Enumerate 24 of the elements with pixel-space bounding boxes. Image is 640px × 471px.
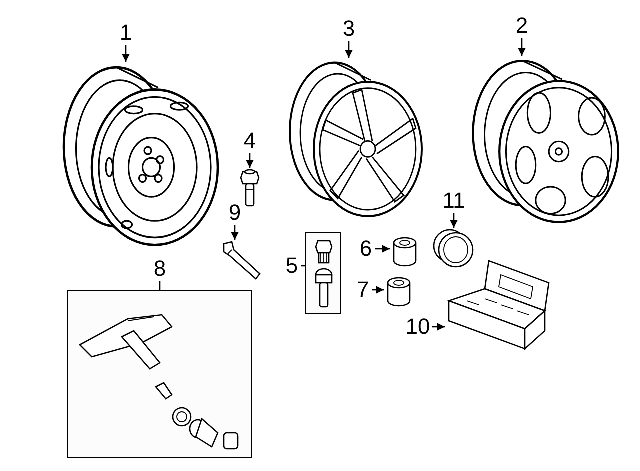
- leader-line: [301, 265, 305, 267]
- callout-number: 5: [284, 255, 300, 277]
- callout-number: 11: [441, 190, 467, 212]
- callout-number: 10: [405, 316, 431, 338]
- wheel-bolt-drawing: [238, 168, 262, 208]
- callout-number: 3: [340, 18, 358, 40]
- callout-number: 6: [358, 238, 374, 260]
- callout-number: 8: [152, 258, 168, 280]
- leader-arrow: [518, 38, 526, 56]
- callout-number: 7: [355, 279, 371, 301]
- leader-line: [159, 281, 161, 290]
- leader-arrow: [432, 323, 445, 331]
- leader-arrow: [450, 213, 458, 228]
- leader-arrow: [122, 45, 130, 62]
- callout-number: 2: [513, 15, 531, 37]
- leader-arrow: [231, 225, 239, 240]
- leader-arrow: [372, 286, 384, 294]
- callout-number: 4: [242, 130, 258, 152]
- leader-arrow: [345, 41, 353, 58]
- leader-arrow: [375, 245, 390, 253]
- parts-frame: [305, 232, 341, 314]
- leader-arrow: [246, 153, 254, 168]
- callout-number: 9: [227, 202, 243, 224]
- callout-number: 1: [118, 22, 134, 44]
